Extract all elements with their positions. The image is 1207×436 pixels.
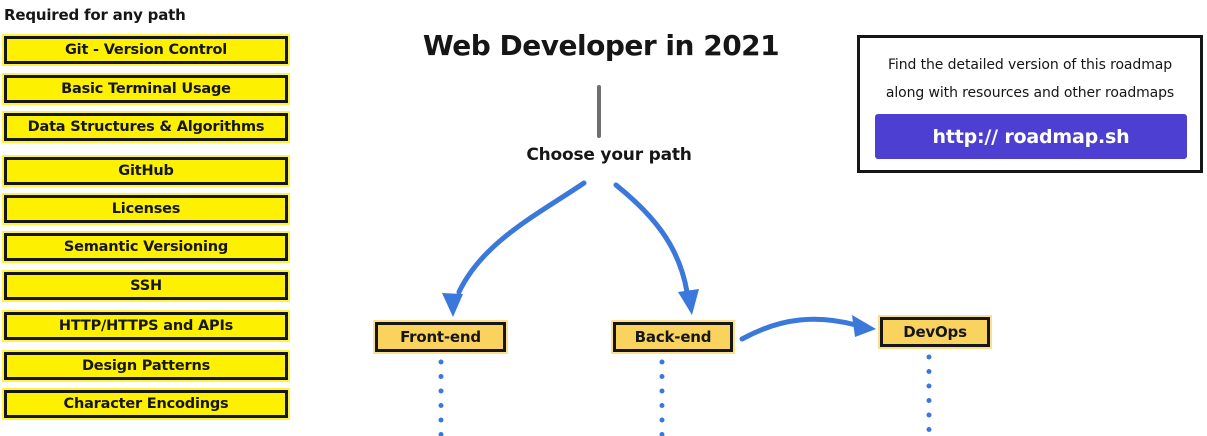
path-node-backend[interactable]: Back-end: [613, 322, 733, 352]
arrow-to-frontend: [456, 180, 587, 295]
topic-design-patterns[interactable]: Design Patterns: [4, 352, 288, 380]
choose-your-path-label: Choose your path: [526, 145, 692, 165]
topic-github[interactable]: GitHub: [4, 157, 288, 185]
required-section-heading: Required for any path: [4, 6, 186, 24]
path-node-devops[interactable]: DevOps: [880, 317, 990, 347]
page-title: Web Developer in 2021: [422, 29, 780, 62]
topic-basic-terminal-usage[interactable]: Basic Terminal Usage: [4, 75, 288, 103]
title-connector-line: [597, 85, 601, 138]
topic-git-version-control[interactable]: Git - Version Control: [4, 36, 288, 64]
topic-data-structures-algorithms[interactable]: Data Structures & Algorithms: [4, 113, 288, 141]
info-text-line-2: along with resources and other roadmaps: [885, 85, 1175, 101]
arrowhead-backend-icon: [678, 289, 699, 315]
topic-http-https-apis[interactable]: HTTP/HTTPS and APIs: [4, 312, 288, 340]
topic-semantic-versioning[interactable]: Semantic Versioning: [4, 233, 288, 261]
path-node-frontend[interactable]: Front-end: [375, 322, 506, 352]
arrow-to-backend: [613, 182, 690, 295]
arrowhead-devops-icon: [852, 315, 876, 337]
topic-character-encodings[interactable]: Character Encodings: [4, 390, 288, 418]
topic-ssh[interactable]: SSH: [4, 272, 288, 300]
arrow-backend-to-devops: [739, 316, 859, 342]
info-text-line-1: Find the detailed version of this roadma…: [887, 57, 1172, 73]
roadmap-sh-link-button[interactable]: http:// roadmap.sh: [875, 114, 1187, 159]
topic-licenses[interactable]: Licenses: [4, 195, 288, 223]
arrowhead-frontend-icon: [442, 293, 463, 317]
info-box: Find the detailed version of this roadma…: [857, 35, 1203, 173]
